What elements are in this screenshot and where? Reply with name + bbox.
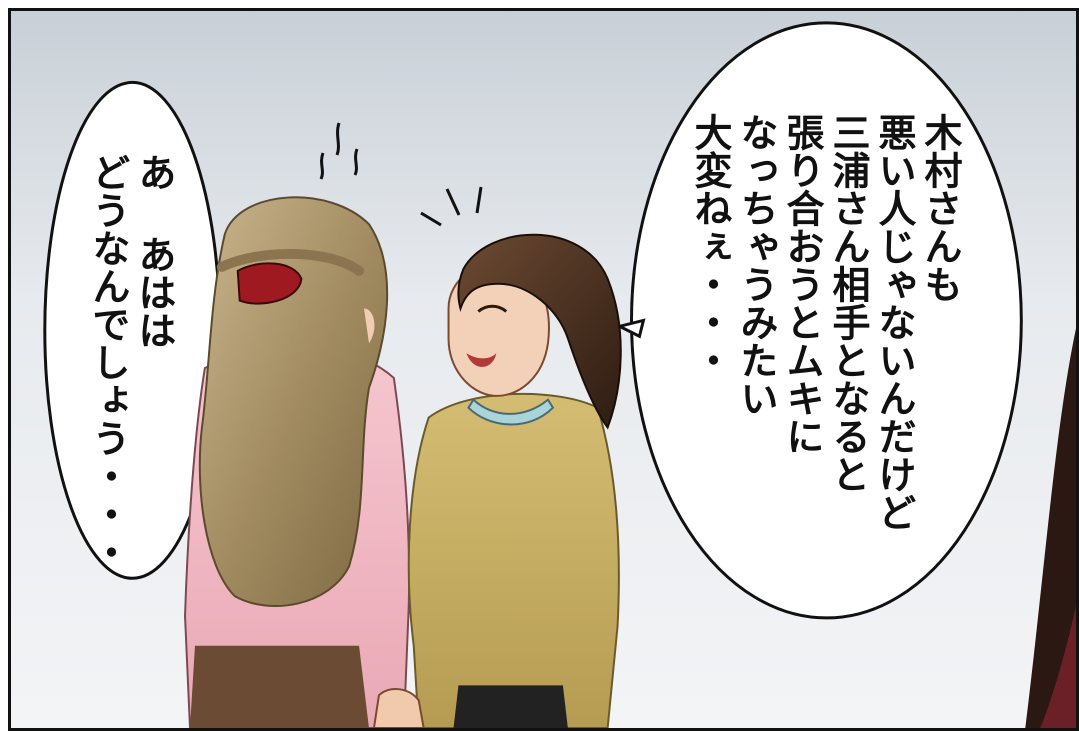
speech-line: どうなんでしょう・・・ (86, 153, 130, 571)
worry-marks-icon (319, 122, 359, 180)
speech-line: 三浦さん相手となると (826, 113, 870, 493)
speech-line: あ あはは (132, 153, 176, 349)
speech-line: なっちゃうみたい (734, 113, 778, 417)
emphasis-lines-icon (420, 186, 483, 227)
panel-artwork (11, 11, 1076, 728)
speech-line: 張り合おうとムキに (780, 113, 824, 455)
comic-panel: 木村さんも 悪い人じゃないんだけど 三浦さん相手となると 張り合おうとムキに な… (8, 8, 1079, 731)
speech-line: 悪い人じゃないんだけど (872, 113, 916, 531)
speech-line: 大変ねぇ・・・ (688, 113, 732, 379)
speech-line: 木村さんも (918, 113, 962, 303)
speech-bubble-right (630, 21, 1023, 620)
